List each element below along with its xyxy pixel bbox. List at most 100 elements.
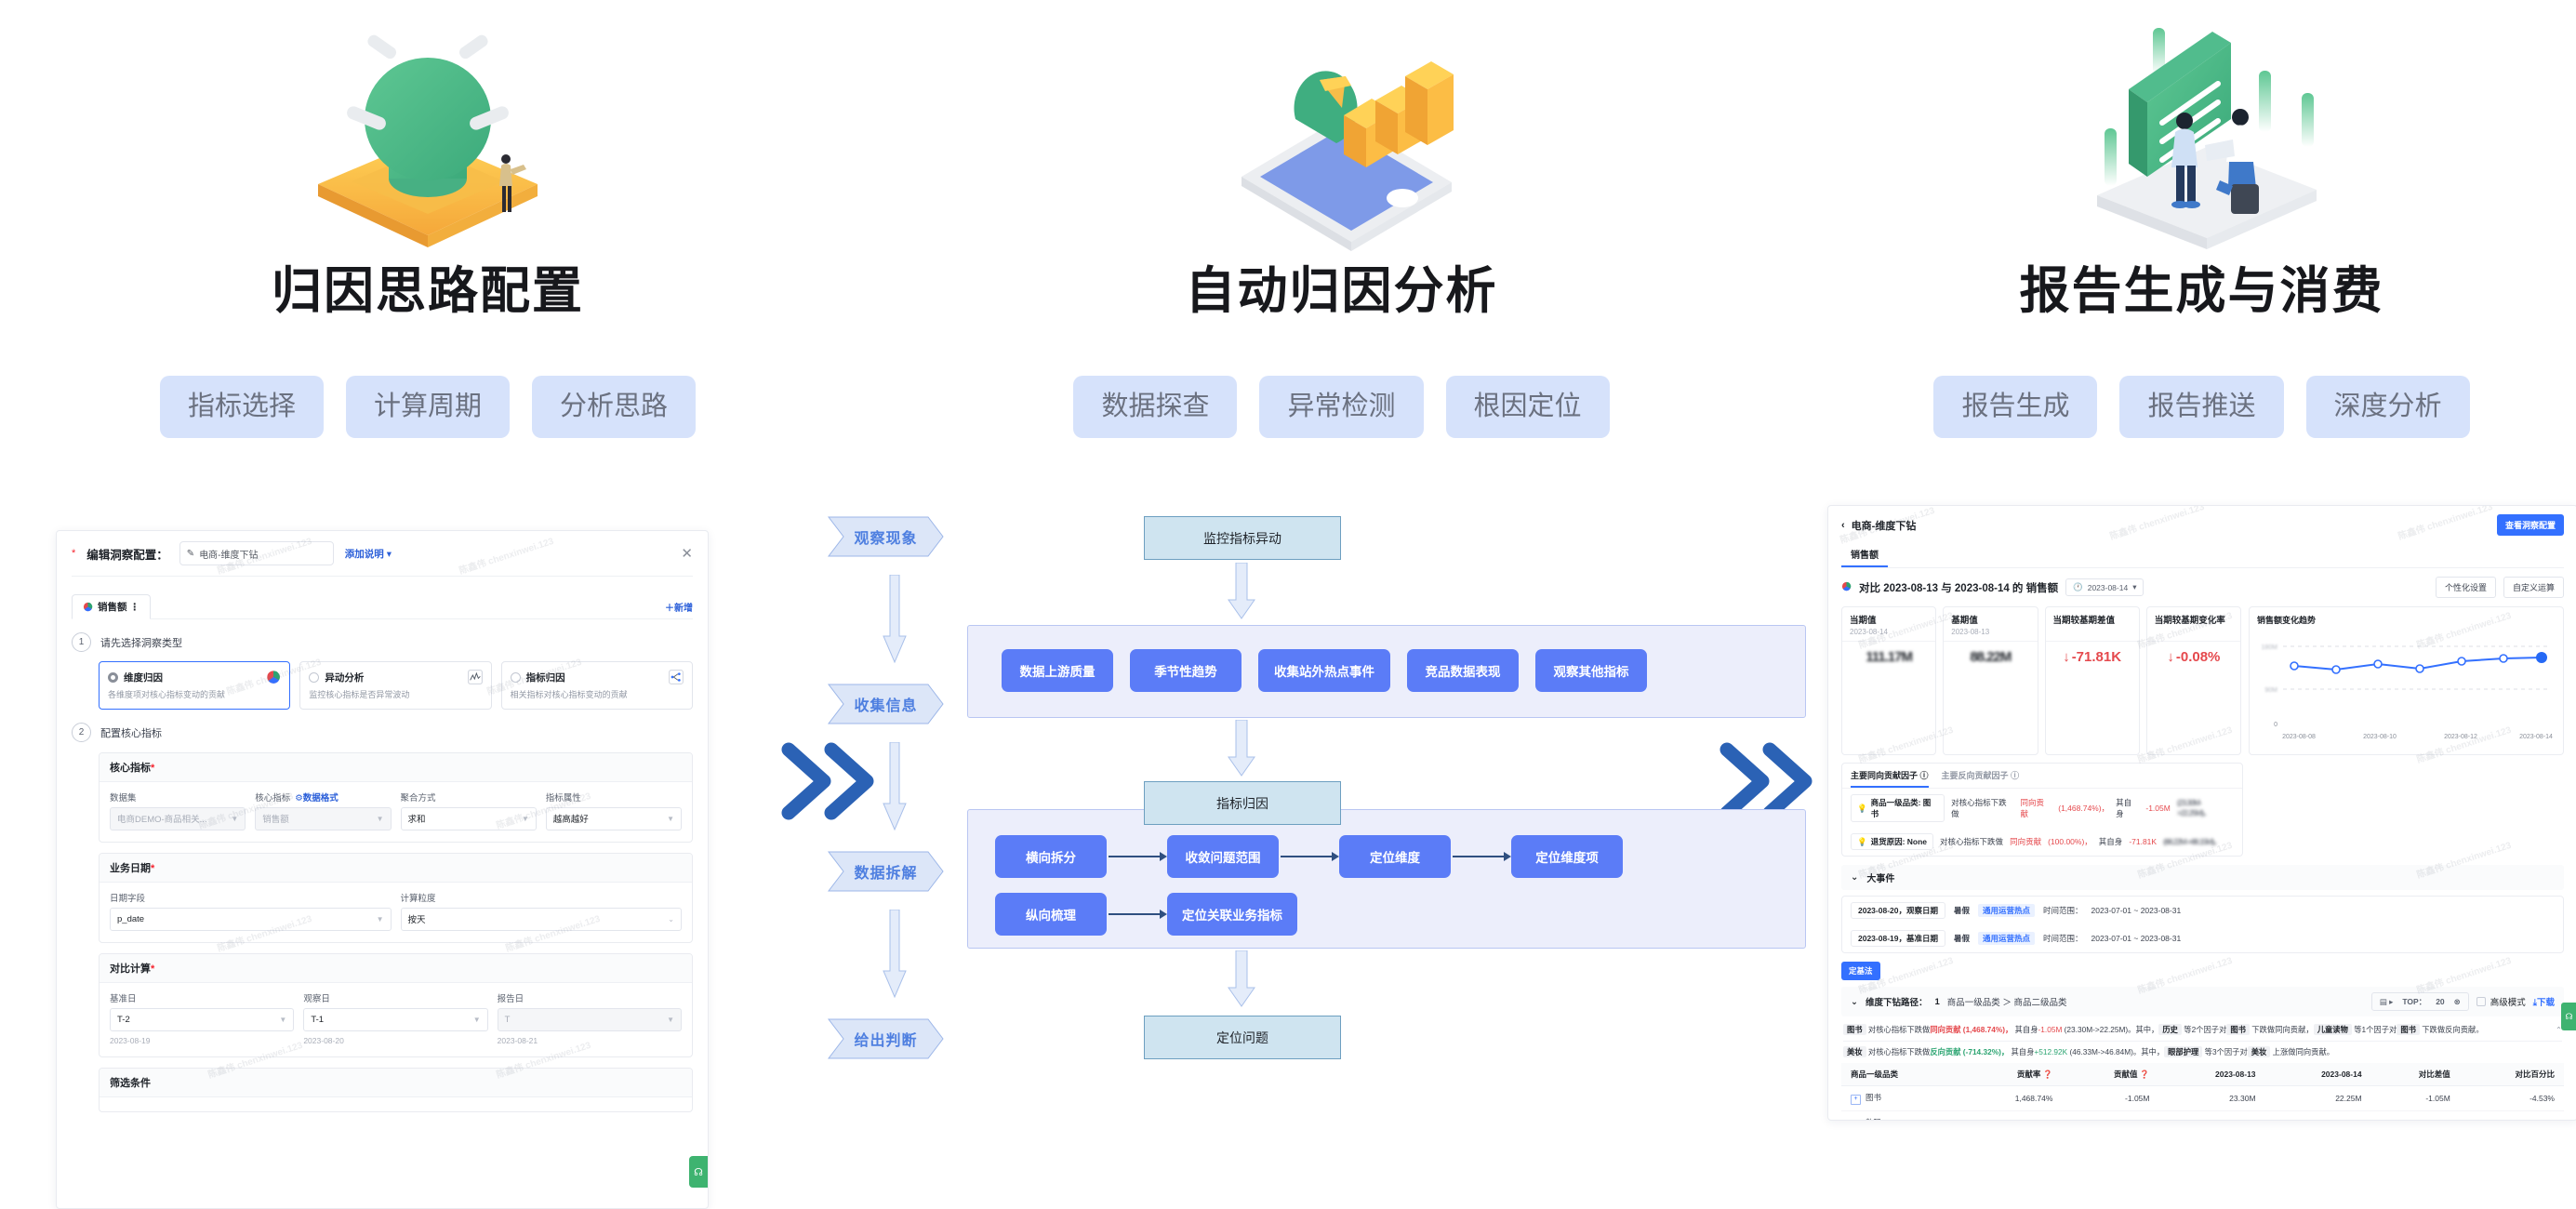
tab-negative-factors[interactable]: 主要反向贡献因子 ⓘ bbox=[1941, 771, 2020, 780]
events-section-header[interactable]: ⌄ 大事件 bbox=[1841, 865, 2564, 890]
pill-analysis-approach[interactable]: 分析思路 bbox=[532, 376, 697, 438]
top-value[interactable]: 20 bbox=[2436, 997, 2445, 1006]
headset-support-icon[interactable]: ☊ bbox=[689, 1156, 708, 1188]
chevron-down-icon[interactable]: ⌄ bbox=[1851, 996, 1858, 1007]
radio-anomaly-analysis[interactable] bbox=[309, 671, 320, 683]
field-metric-attribute-select[interactable]: 越高越好▼ bbox=[545, 806, 682, 830]
event-name: 暑假 bbox=[1953, 906, 1970, 915]
lane-observe-label: 观察现象 bbox=[854, 531, 918, 547]
expand-icon[interactable]: + bbox=[1851, 1095, 1861, 1106]
waveform-icon bbox=[467, 670, 483, 684]
flow-chip-competitor-data[interactable]: 竞品数据表现 bbox=[1407, 649, 1519, 692]
step-1-number: 1 bbox=[72, 632, 91, 652]
pill-calc-period[interactable]: 计算周期 bbox=[345, 376, 510, 438]
pill-report-push[interactable]: 报告推送 bbox=[2119, 376, 2284, 438]
kpi-value: -71.81K bbox=[2071, 649, 2122, 665]
flow-chip-vertical-review[interactable]: 纵向梳理 bbox=[995, 893, 1107, 936]
advanced-mode-checkbox[interactable]: 高级模式 bbox=[2476, 995, 2526, 1008]
kpi-difference: 当期较基期差值 ↓-71.81K bbox=[2044, 606, 2140, 755]
illustration-analysis bbox=[856, 7, 1827, 257]
table-row[interactable]: +图书 1,468.74% -1.05M 23.30M 22.25M -1.05… bbox=[1841, 1085, 2564, 1112]
row-value: 469.91K bbox=[2062, 1110, 2159, 1120]
factor-row: 💡退货原因: None 对核心指标下跌做同向贡献(100.00%)，其自身-71… bbox=[1842, 828, 2242, 856]
config-name-input[interactable]: ✎ 电商-维度下钻 bbox=[179, 541, 334, 565]
headset-support-icon[interactable]: ☊ bbox=[2561, 1003, 2576, 1030]
help-icon[interactable]: ❓ bbox=[2139, 1070, 2150, 1080]
help-icon[interactable]: ⓘ bbox=[1919, 771, 1929, 780]
data-format-link[interactable]: ⚙数据格式 bbox=[295, 792, 339, 804]
type-card-metric-attribution[interactable]: 指标归因 相关指标对核心指标变动的贡献 bbox=[500, 661, 693, 710]
summary-line: 图书 对核心指标下跌做同向贡献 (1,468.74%)， 其自身-1.05M (… bbox=[1843, 1022, 2562, 1038]
table-row[interactable]: +数码 -654.42% 469.91K 18.58M 19.05M 469.9… bbox=[1841, 1110, 2564, 1121]
flow-chip-locate-related-metric[interactable]: 定位关联业务指标 bbox=[1167, 893, 1297, 936]
field-aggregation-select[interactable]: 求和▼ bbox=[400, 806, 537, 830]
tab-sales-amount-label: 销售额 ⋮ bbox=[98, 602, 139, 613]
collapse-icon[interactable]: ⌃ bbox=[2556, 1025, 2562, 1034]
pill-row-report: 报告生成 报告推送 深度分析 bbox=[1827, 376, 2576, 438]
row-value: -1.05M bbox=[2062, 1085, 2159, 1112]
flow-chip-locate-dimension-item[interactable]: 定位维度项 bbox=[1511, 835, 1623, 878]
flow-chip-narrow-scope[interactable]: 收敛问题范围 bbox=[1167, 835, 1279, 878]
field-date-column-select[interactable]: p_date▼ bbox=[110, 907, 392, 931]
add-metric-tab-button[interactable]: ＋新增 bbox=[665, 604, 693, 614]
field-granularity-select[interactable]: 按天⌄ bbox=[400, 907, 682, 931]
pill-root-cause[interactable]: 根因定位 bbox=[1445, 376, 1610, 438]
close-icon[interactable]: ✕ bbox=[681, 545, 693, 562]
flow-chip-locate-dimension[interactable]: 定位维度 bbox=[1339, 835, 1451, 878]
field-dataset-select[interactable]: 电商DEMO-商品相关...▼ bbox=[110, 806, 246, 830]
event-row: 2023-08-20，观察日期 暑假 通用运营热点 时间范围： 2023-07-… bbox=[1842, 897, 2563, 924]
type-card-dimension-attribution[interactable]: 维度归因 各维度项对核心指标变动的贡献 bbox=[99, 661, 291, 710]
base-method-button[interactable]: 定基法 bbox=[1841, 962, 1880, 980]
lane-decompose-label: 数据拆解 bbox=[854, 866, 918, 882]
pie-chart-icon bbox=[266, 670, 281, 684]
clear-icon[interactable]: ⊗ bbox=[2453, 996, 2461, 1006]
flow-chip-seasonality[interactable]: 季节性趋势 bbox=[1130, 649, 1242, 692]
flow-chip-horizontal-split[interactable]: 横向拆分 bbox=[995, 835, 1107, 878]
view-config-button[interactable]: 查看洞察配置 bbox=[2496, 514, 2564, 536]
report-title-row: 对比 2023-08-13 与 2023-08-14 的 销售额 🕐 2023-… bbox=[1828, 568, 2576, 598]
help-icon[interactable]: ❓ bbox=[2042, 1070, 2053, 1080]
pie-chart-icon bbox=[1841, 581, 1852, 594]
flow-group-decompose bbox=[967, 809, 1806, 949]
expand-icon[interactable]: + bbox=[1851, 1120, 1861, 1121]
flow-chip-upstream-quality[interactable]: 数据上游质量 bbox=[1002, 649, 1113, 692]
chart-title: 销售额变化趋势 bbox=[2257, 616, 2317, 625]
personalize-settings-button[interactable]: 个性化设置 bbox=[2435, 577, 2496, 598]
clock-icon: 🕐 bbox=[2073, 582, 2083, 591]
flow-chip-external-hotspots[interactable]: 收集站外热点事件 bbox=[1258, 649, 1390, 692]
event-tag: 通用运营热点 bbox=[1978, 904, 2036, 917]
pill-anomaly-detection[interactable]: 异常检测 bbox=[1259, 376, 1424, 438]
radio-dimension-attribution[interactable] bbox=[108, 671, 118, 683]
field-core-metric: 核心指标 ⚙数据格式 销售额▼ bbox=[255, 790, 392, 830]
block-filter-title: 筛选条件 bbox=[100, 1068, 692, 1097]
chevron-left-icon: ‹ bbox=[1841, 519, 1845, 531]
view-toggle-icon[interactable]: ▤ ▸ bbox=[2379, 996, 2394, 1006]
report-date-picker[interactable]: 🕐 2023-08-14 ▾ bbox=[2065, 578, 2144, 596]
block-core-metric: 核心指标* 数据集 电商DEMO-商品相关...▼ 核心指标 ⚙数据格式 bbox=[99, 751, 693, 843]
flow-chip-other-metrics[interactable]: 观察其他指标 bbox=[1535, 649, 1647, 692]
column-report: 报告生成与消费 报告生成 报告推送 深度分析 bbox=[1827, 0, 2576, 1207]
help-icon[interactable]: ⓘ bbox=[2011, 771, 2020, 780]
back-breadcrumb[interactable]: ‹ 电商-维度下钻 bbox=[1841, 518, 1916, 533]
field-report-date-select[interactable]: T▼ bbox=[497, 1007, 682, 1031]
tab-sales-amount[interactable]: 销售额 ⋮ bbox=[72, 594, 151, 619]
factor-tag: 💡商品一级品类: 图书 bbox=[1851, 794, 1945, 822]
pill-report-generate[interactable]: 报告生成 bbox=[1933, 376, 2098, 438]
type-card-desc: 各维度项对核心指标变动的贡献 bbox=[108, 690, 226, 699]
pill-deep-analysis[interactable]: 深度分析 bbox=[2305, 376, 2470, 438]
add-description-link[interactable]: 添加说明 ▾ bbox=[344, 548, 392, 560]
field-observe-date-select[interactable]: T-1▼ bbox=[303, 1007, 488, 1031]
top-n-control[interactable]: ▤ ▸ TOP： 20 ⊗ bbox=[2370, 992, 2469, 1011]
svg-text:2023-08-10: 2023-08-10 bbox=[2363, 734, 2397, 740]
download-link[interactable]: ⤓下载 bbox=[2532, 998, 2555, 1008]
row-d2: 19.05M bbox=[2264, 1110, 2371, 1120]
field-base-date-select[interactable]: T-2▼ bbox=[110, 1007, 295, 1031]
pill-metric-select[interactable]: 指标选择 bbox=[159, 376, 324, 438]
type-card-anomaly-analysis[interactable]: 异动分析 监控核心指标是否异常波动 bbox=[299, 661, 492, 710]
custom-calculation-button[interactable]: 自定义运算 bbox=[2503, 577, 2564, 598]
tab-positive-factors[interactable]: 主要同向贡献因子 ⓘ bbox=[1851, 769, 1929, 788]
pill-data-exploration[interactable]: 数据探查 bbox=[1073, 376, 1238, 438]
radio-metric-attribution[interactable] bbox=[510, 671, 521, 683]
field-core-metric-select[interactable]: 销售额▼ bbox=[255, 806, 392, 830]
tab-sales-amount[interactable]: 销售额 bbox=[1841, 542, 1888, 567]
